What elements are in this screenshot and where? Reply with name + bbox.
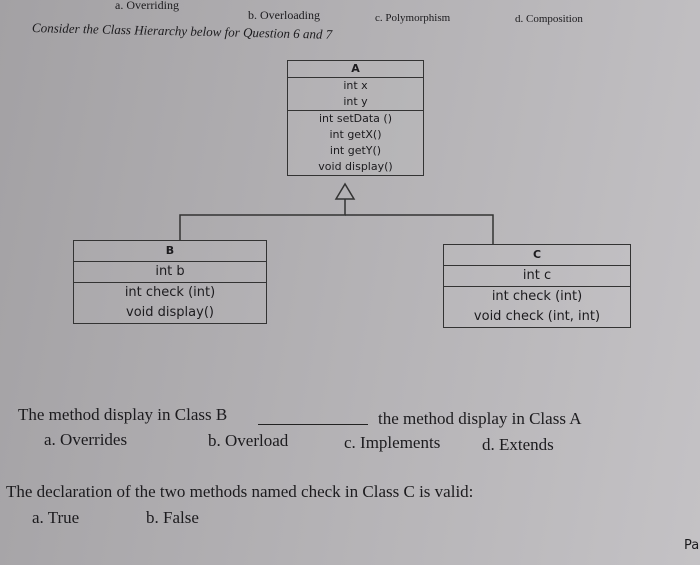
- class-a-method: int setData (): [319, 112, 392, 125]
- class-c-name: C: [444, 245, 630, 266]
- class-c-method: int check (int): [491, 289, 583, 304]
- prev-option-b: b. Overloading: [248, 8, 320, 22]
- class-a-name: A: [288, 61, 423, 78]
- class-a-method: int getX(): [329, 128, 382, 141]
- q7-text: The declaration of the two methods named…: [6, 482, 474, 501]
- class-b-method: void display(): [126, 305, 214, 320]
- q6-option-a: a. Overrides: [44, 430, 128, 449]
- class-a-field: int x: [343, 79, 368, 92]
- class-b-field: int b: [74, 262, 266, 283]
- q7-option-a: a. True: [32, 508, 80, 527]
- q7-option-b: b. False: [146, 508, 199, 527]
- q6-option-d: d. Extends: [482, 435, 554, 454]
- prev-option-d: d. Composition: [515, 13, 583, 25]
- line-a-to-b: [179, 199, 346, 240]
- class-b-method: int check (int): [124, 285, 216, 300]
- q6-text-after: the method display in Class A: [378, 409, 582, 428]
- class-a-method: int getY(): [329, 144, 382, 157]
- q6-blank: [258, 424, 368, 425]
- class-a-box: A int x int y int setData () int getX() …: [287, 60, 424, 176]
- q6-option-c: c. Implements: [344, 433, 441, 452]
- line-a-to-c: [345, 214, 494, 244]
- class-a-field: int y: [343, 95, 368, 108]
- q6-option-b: b. Overload: [208, 431, 289, 450]
- class-c-box: C int c int check (int) void check (int,…: [443, 244, 631, 328]
- inheritance-arrow-icon: [334, 182, 356, 200]
- class-a-method: void display(): [318, 160, 393, 173]
- class-c-method: void check (int, int): [473, 309, 601, 324]
- class-b-box: B int b int check (int) void display(): [73, 240, 267, 324]
- page-label: Pa: [684, 538, 700, 553]
- class-c-field: int c: [444, 266, 630, 287]
- prev-option-c: c. Polymorphism: [375, 12, 451, 24]
- prev-option-a: a. Overriding: [115, 0, 179, 12]
- q6-text-before: The method display in Class B: [18, 405, 228, 424]
- class-b-name: B: [74, 241, 266, 262]
